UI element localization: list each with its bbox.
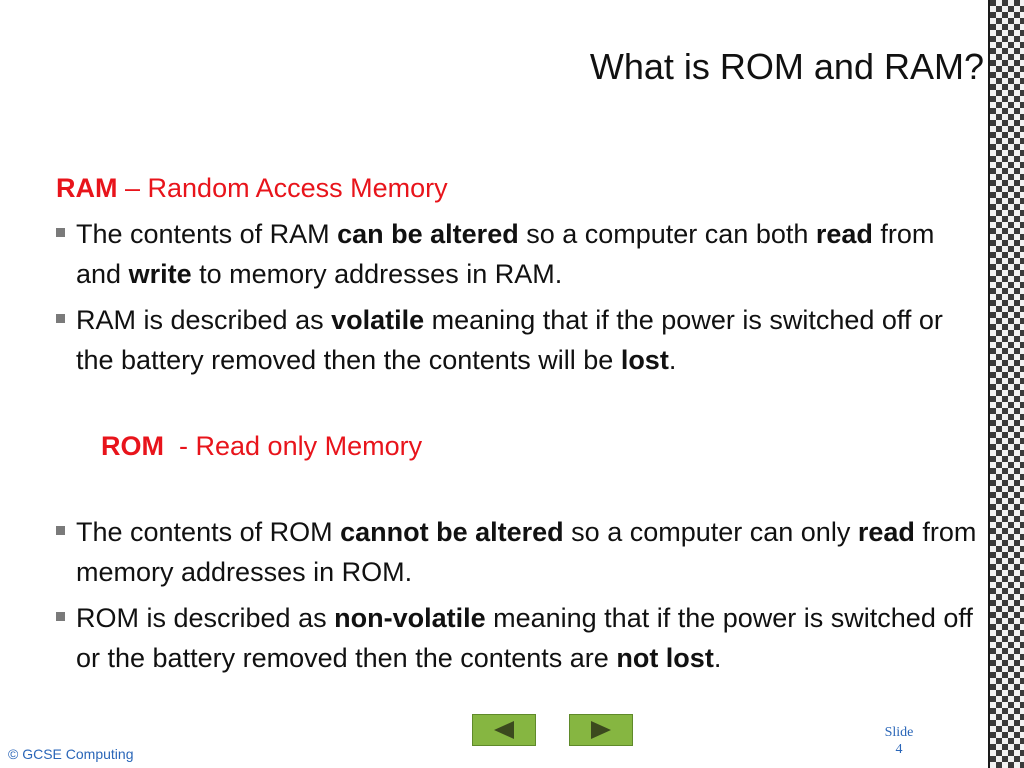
rom-bullet-2: ROM is described as non-volatile meaning… — [56, 598, 986, 678]
triangle-left-icon — [494, 721, 514, 739]
decorative-checker-strip — [990, 0, 1024, 768]
bullet-text: The contents of ROM cannot be altered so… — [76, 517, 977, 587]
ram-section: RAM – Random Access Memory The contents … — [56, 168, 986, 380]
slide-number: 4 — [895, 742, 903, 757]
rom-term: ROM — [101, 431, 165, 461]
slide-content: RAM – Random Access Memory The contents … — [56, 168, 986, 684]
copyright-footer: © GCSE Computing — [8, 746, 134, 762]
bullet-text: The contents of RAM can be altered so a … — [76, 219, 935, 289]
rom-bullet-1: The contents of ROM cannot be altered so… — [56, 512, 986, 592]
square-bullet-icon — [56, 314, 65, 323]
ram-heading: RAM – Random Access Memory — [56, 168, 986, 208]
slide-label: Slide — [884, 725, 914, 740]
rom-definition: - Read only Memory — [164, 431, 423, 461]
slide-title: What is ROM and RAM? — [589, 46, 984, 87]
square-bullet-icon — [56, 526, 65, 535]
square-bullet-icon — [56, 612, 65, 621]
bullet-text: ROM is described as non-volatile meaning… — [76, 603, 973, 673]
slide-number-indicator: Slide 4 — [874, 724, 924, 758]
ram-bullet-1: The contents of RAM can be altered so a … — [56, 214, 986, 294]
ram-definition: – Random Access Memory — [117, 173, 448, 203]
bullet-text: RAM is described as volatile meaning tha… — [76, 305, 943, 375]
rom-heading: ROM - Read only Memory — [56, 386, 986, 506]
triangle-right-icon — [591, 721, 611, 739]
right-divider-line — [988, 0, 990, 768]
previous-slide-button[interactable] — [472, 714, 536, 746]
next-slide-button[interactable] — [569, 714, 633, 746]
ram-bullet-2: RAM is described as volatile meaning tha… — [56, 300, 986, 380]
rom-section: ROM - Read only Memory The contents of R… — [56, 386, 986, 678]
ram-term: RAM — [56, 173, 118, 203]
square-bullet-icon — [56, 228, 65, 237]
